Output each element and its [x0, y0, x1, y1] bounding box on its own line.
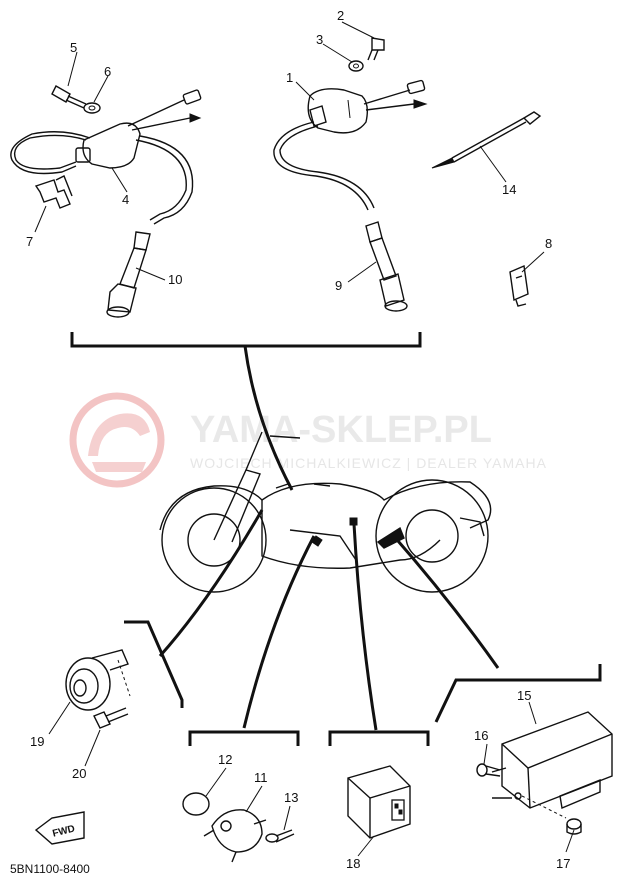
sensor-11 [203, 809, 267, 863]
relay-group-bracket [328, 730, 430, 746]
callout-2: 2 [337, 8, 344, 23]
horn-group-bracket [124, 620, 184, 708]
callout-6: 6 [104, 64, 111, 79]
o-ring-12 [182, 792, 210, 816]
callout-4: 4 [122, 192, 129, 207]
callout-11: 11 [254, 770, 268, 785]
callout-16: 16 [474, 728, 488, 743]
relay-18 [347, 765, 411, 839]
leader-relay-group [352, 523, 378, 731]
leader-top-group [243, 345, 294, 491]
washer-3 [348, 60, 364, 72]
wire-clip-8 [509, 264, 529, 307]
callout-18: 18 [346, 856, 360, 871]
spark-plug-cap-left [106, 231, 151, 318]
screw-13 [265, 829, 295, 843]
callout-10: 10 [168, 272, 182, 287]
washer-6 [83, 102, 101, 114]
callout-leaders [34, 21, 575, 857]
callout-8: 8 [545, 236, 552, 251]
cdi-unit-15 [491, 711, 613, 819]
watermark-logo [69, 392, 165, 488]
ground-lead-14 [431, 111, 542, 169]
screw-2 [367, 37, 385, 61]
collar-17 [566, 818, 582, 835]
leader-sensor-group [242, 535, 316, 729]
motorcycle-outline [159, 431, 492, 593]
callout-3: 3 [316, 32, 323, 47]
horn-19 [65, 649, 131, 711]
clamp-7 [34, 175, 73, 209]
callout-1: 1 [286, 70, 293, 85]
top-group-bracket [70, 332, 422, 348]
watermark-subtitle: WOJCIECH MICHALKIEWICZ | DEALER YAMAHA [190, 455, 547, 471]
callout-13: 13 [284, 790, 298, 805]
watermark-title: YAMA-SKLEP.PL [190, 409, 492, 451]
callout-14: 14 [502, 182, 516, 197]
watermark: YAMA-SKLEP.PL WOJCIECH MICHALKIEWICZ | D… [69, 392, 547, 488]
diagram-code: 5BN1100-8400 [10, 862, 90, 876]
fwd-label: FWD [51, 824, 76, 840]
ignition-coil-right [273, 79, 428, 211]
callout-20: 20 [72, 766, 86, 781]
callout-5: 5 [70, 40, 77, 55]
cdi-group-bracket [434, 664, 602, 723]
leader-horn-group [158, 509, 264, 657]
callout-9: 9 [335, 278, 342, 293]
callout-19: 19 [30, 734, 44, 749]
callout-17: 17 [556, 856, 570, 871]
fwd-arrow-icon: FWD [34, 811, 85, 845]
callout-12: 12 [218, 752, 232, 767]
bolt-5 [51, 85, 87, 109]
callout-15: 15 [517, 688, 531, 703]
ignition-coil-left [10, 89, 202, 225]
callout-7: 7 [26, 234, 33, 249]
sensor-group-bracket [188, 730, 300, 746]
spark-plug-cap-right [365, 221, 408, 312]
screw-16 [476, 763, 501, 777]
leader-cdi-group [390, 533, 500, 669]
callout-labels: 1 2 3 4 5 6 7 8 9 10 11 12 13 14 15 16 1… [26, 8, 570, 871]
bolt-20 [93, 707, 129, 729]
